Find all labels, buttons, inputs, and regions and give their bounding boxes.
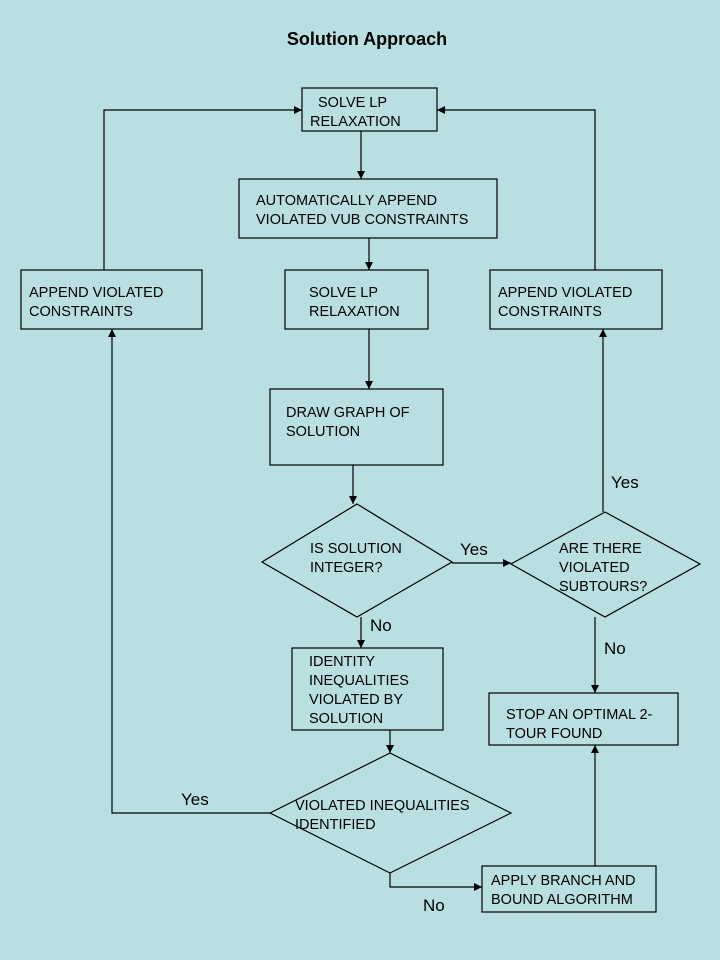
subtours-label: ARE THERE VIOLATED SUBTOURS? [559,541,647,595]
arrow-left-loop [103,106,302,270]
branch-bound-label: APPLY BRANCH AND BOUND ALGORITHM [491,873,640,908]
solve-lp-mid-label: SOLVE LP RELAXATION [309,285,400,320]
edge-label-violated-yes: Yes [181,790,209,809]
arrow-violated-yes [108,329,270,814]
append-violated-right-box [489,269,663,330]
arrow-right-loop [437,106,596,270]
append-violated-left-label: APPEND VIOLATED CONSTRAINTS [29,285,167,320]
edge-label-subtours-no: No [604,639,626,658]
solve-lp-top-label: SOLVE LP RELAXATION [310,95,401,130]
edge-label-subtours-yes: Yes [611,473,639,492]
solve-lp-mid-box [284,269,429,330]
arrow-violated-no [389,873,482,891]
subtours-diamond [509,511,702,618]
edge-label-integer-no: No [370,616,392,635]
identify-label: IDENTITY INEQUALITIES VIOLATED BY SOLUTI… [309,654,413,727]
violated-identified-label: VIOLATED INEQUALITIES IDENTIFIED [295,798,474,833]
append-vub-label: AUTOMATICALLY APPEND VIOLATED VUB CONSTR… [256,193,468,228]
draw-graph-box [269,388,444,466]
is-integer-diamond [260,503,454,618]
append-vub-box [238,178,498,239]
append-violated-right-label: APPEND VIOLATED CONSTRAINTS [498,285,636,320]
identify-box [291,647,444,731]
stop-label: STOP AN OPTIMAL 2- TOUR FOUND [506,707,656,742]
draw-graph-label: DRAW GRAPH OF SOLUTION [286,405,414,440]
diagram-title: Solution Approach [287,29,447,49]
is-integer-label: IS SOLUTION INTEGER? [310,541,406,576]
stop-box [488,692,679,746]
edge-label-integer-yes: Yes [460,540,488,559]
edge-label-violated-no: No [423,896,445,915]
branch-bound-box [481,865,657,913]
